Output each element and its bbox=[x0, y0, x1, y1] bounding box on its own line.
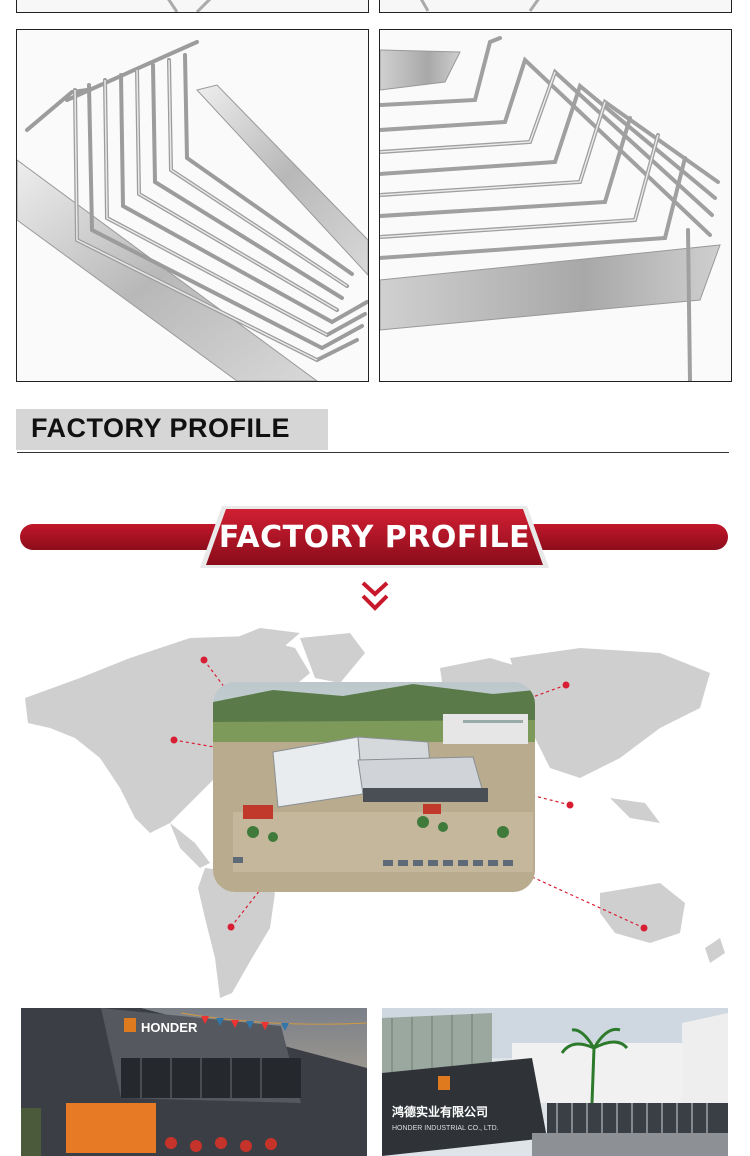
section-header-label: FACTORY PROFILE bbox=[31, 413, 291, 443]
product-photo-top-right bbox=[379, 0, 732, 13]
factory-entrance-photo-left: HONDER bbox=[21, 1008, 367, 1156]
product-photo-right bbox=[379, 29, 732, 382]
honder-sign-text: HONDER bbox=[141, 1020, 198, 1035]
banner: FACTORY PROFILE bbox=[200, 506, 549, 568]
factory-gate-photo-right: 鸿德实业有限公司 HONDER INDUSTRIAL CO., LTD. bbox=[382, 1008, 728, 1156]
double-chevron-down-icon bbox=[360, 581, 390, 613]
section-divider bbox=[17, 452, 729, 453]
factory-aerial-photo bbox=[213, 682, 535, 892]
banner-title: FACTORY PROFILE bbox=[218, 520, 531, 555]
company-sign-en: HONDER INDUSTRIAL CO., LTD. bbox=[392, 1125, 499, 1132]
product-photo-top-left bbox=[16, 0, 369, 13]
company-sign-cn: 鸿德实业有限公司 bbox=[392, 1104, 488, 1119]
section-header: FACTORY PROFILE bbox=[16, 409, 328, 450]
product-photo-left bbox=[16, 29, 369, 382]
